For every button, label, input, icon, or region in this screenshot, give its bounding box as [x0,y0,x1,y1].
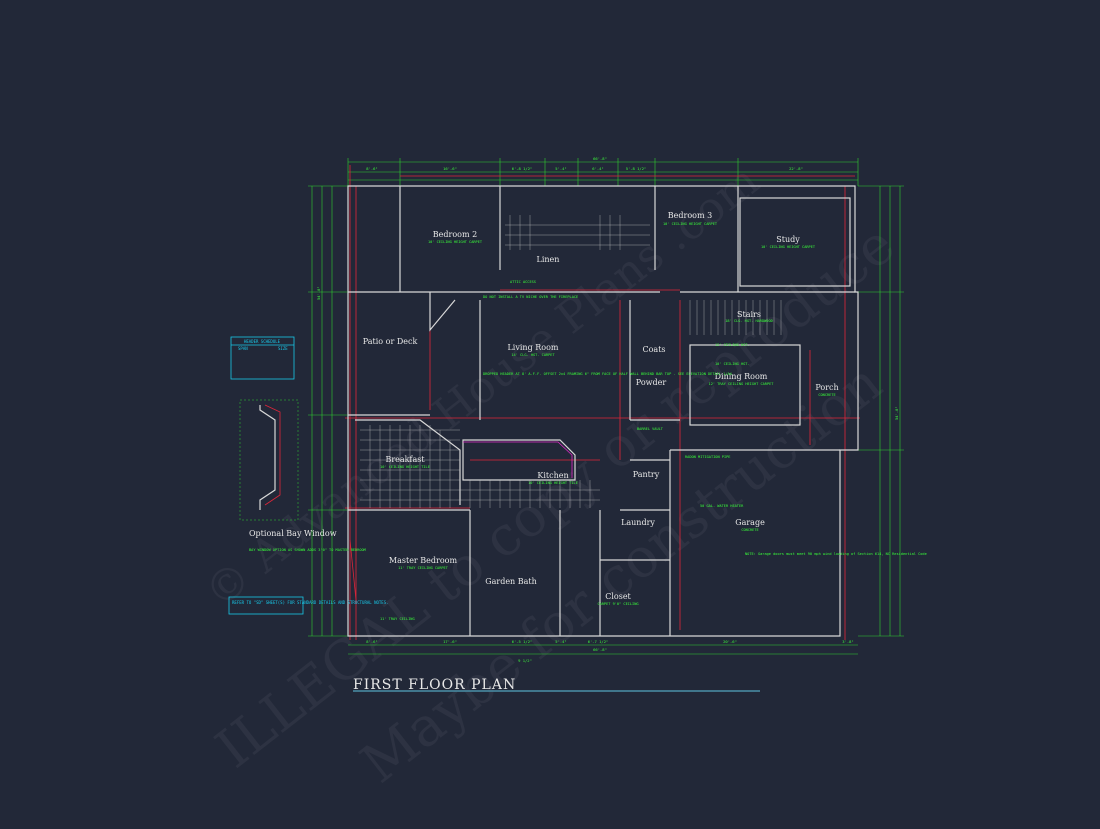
label-linen: Linen [537,255,560,264]
annotations: DO NOT INSTALL A TV NICHE OVER THE FIREP… [380,280,927,621]
refer-note: REFER TO "SD" SHEET(S) FOR STANDARD DETA… [232,600,389,605]
walls [347,185,859,637]
dim-top-seg-3: 5'-4" [555,166,566,171]
label-stairs: Stairs [737,310,761,319]
dim-top-seg-5: 5'-8 1/2" [626,166,647,171]
barrel-vault: BARREL VAULT [637,427,664,431]
header-schedule-title: HEADER SCHEDULE [244,339,281,344]
note-dining: 12' TRAY CEILING HEIGHT CARPET [709,382,775,386]
note-living: 14' CLG. HGT. CARPET [511,353,555,357]
dim-bottom-seg-1: 17'-6" [443,639,457,644]
label-laundry: Laundry [621,518,655,527]
ceiling-height-2: 10' CEILING HGT. [715,362,750,366]
kitchen-cabinet-outline [463,441,573,478]
label-kitchen: Kitchen [537,471,568,480]
room-labels: Bedroom 2 10' CEILING HEIGHT CARPET Bedr… [363,211,839,606]
label-coats: Coats [642,345,665,354]
note-bedroom3: 10' CEILING HEIGHT CARPET [663,222,718,226]
dim-bottom-left: 9 1/2" [518,658,532,663]
note-porch: CONCRETE [818,393,835,397]
drawing-title: FIRST FLOOR PLAN [353,677,516,693]
water-heater-note: 50 GAL. WATER HEATER [700,504,744,508]
dim-top-seg-2: 6'-8 1/2" [512,166,533,171]
bay-window-title: Optional Bay Window [249,529,337,538]
living-note: DROPPED HEADER AT 8' A.F.F. OFFSET 2x4 F… [483,372,732,376]
tile-grid-breakfast-kitchen [360,425,600,508]
label-powder: Powder [636,378,667,387]
note-closet: CARPET 9'0" CEILING [597,602,638,606]
header-col-size: SIZE [278,346,288,351]
dim-bottom-seg-3: 5'-4" [555,639,566,644]
dim-bottom-seg-0: 8'-6" [366,639,377,644]
dim-bottom-seg-5: 20'-6" [723,639,737,644]
label-master: Master Bedroom [389,556,458,565]
ceiling-height-3: 11' TRAY CEILING [380,617,415,621]
dim-bottom-seg-4: 6'-7 1/2" [588,639,609,644]
label-patio: Patio or Deck [363,337,418,346]
ceiling-height-1: 12' CEILING HGT. [715,343,750,347]
refer-note-box: REFER TO "SD" SHEET(S) FOR STANDARD DETA… [228,596,389,615]
note-breakfast: 10' CEILING HEIGHT TILE [380,465,430,469]
note-stairs: 18' CLG. HGT. HARDWOOD [725,319,773,323]
note-kitchen: 10' CEILING HEIGHT TILE [528,481,578,485]
dim-bottom-total: 66'-8" [593,647,607,652]
attic-access: ATTIC ACCESS [510,280,536,284]
label-garage: Garage [735,518,765,527]
tile-grid-bath [505,215,650,250]
label-garden-bath: Garden Bath [485,577,537,586]
header-col-span: SPAN [238,346,248,351]
label-study: Study [776,235,800,244]
dim-left-total: 54'-8" [316,286,321,300]
stair-treads [689,300,782,335]
label-pantry: Pantry [633,470,660,479]
label-porch: Porch [815,383,838,392]
dim-top-total: 66'-8" [593,156,607,161]
header-schedule: HEADER SCHEDULE SPAN SIZE [230,336,295,380]
label-closet: Closet [605,592,631,601]
label-dining: Dining Room [715,372,768,381]
note-master: 11' TRAY CEILING CARPET [398,566,449,570]
note-garage: CONCRETE [741,528,758,532]
dim-bottom-seg-2: 6'-5 1/2" [512,639,533,644]
dim-top-seg-0: 8'-6" [366,166,377,171]
label-breakfast: Breakfast [385,455,425,464]
garage-note: NOTE: Garage doors must meet 90 mph wind… [745,552,927,556]
dimension-lines: 66'-8" 66'-8" 8'-6" 16'-6" 6'-8 1/2" 5'-… [308,156,904,663]
radon-note: RADON MITIGATION PIPE [685,455,730,459]
label-bedroom2: Bedroom 2 [433,230,477,239]
dim-bottom-seg-6: 3'-8" [842,639,853,644]
framing-lines [345,165,860,640]
dim-top-seg-6: 22'-8" [789,166,803,171]
note-study: 10' CEILING HEIGHT CARPET [761,245,816,249]
label-living: Living Room [507,343,558,352]
note-bedroom2: 10' CEILING HEIGHT CARPET [428,240,483,244]
dim-top-seg-1: 16'-6" [443,166,457,171]
dim-top-seg-4: 6'-4" [592,166,603,171]
bay-window-note: BAY WINDOW OPTION AS SHOWN ADDS 3'0" TO … [249,548,367,552]
label-bedroom3: Bedroom 3 [668,211,712,220]
tv-note: DO NOT INSTALL A TV NICHE OVER THE FIREP… [483,295,578,299]
dim-right-total: 54'-8" [894,406,899,420]
bay-window-detail: Optional Bay Window BAY WINDOW OPTION AS… [239,399,367,552]
drawing-title-block: FIRST FLOOR PLAN [353,677,760,693]
